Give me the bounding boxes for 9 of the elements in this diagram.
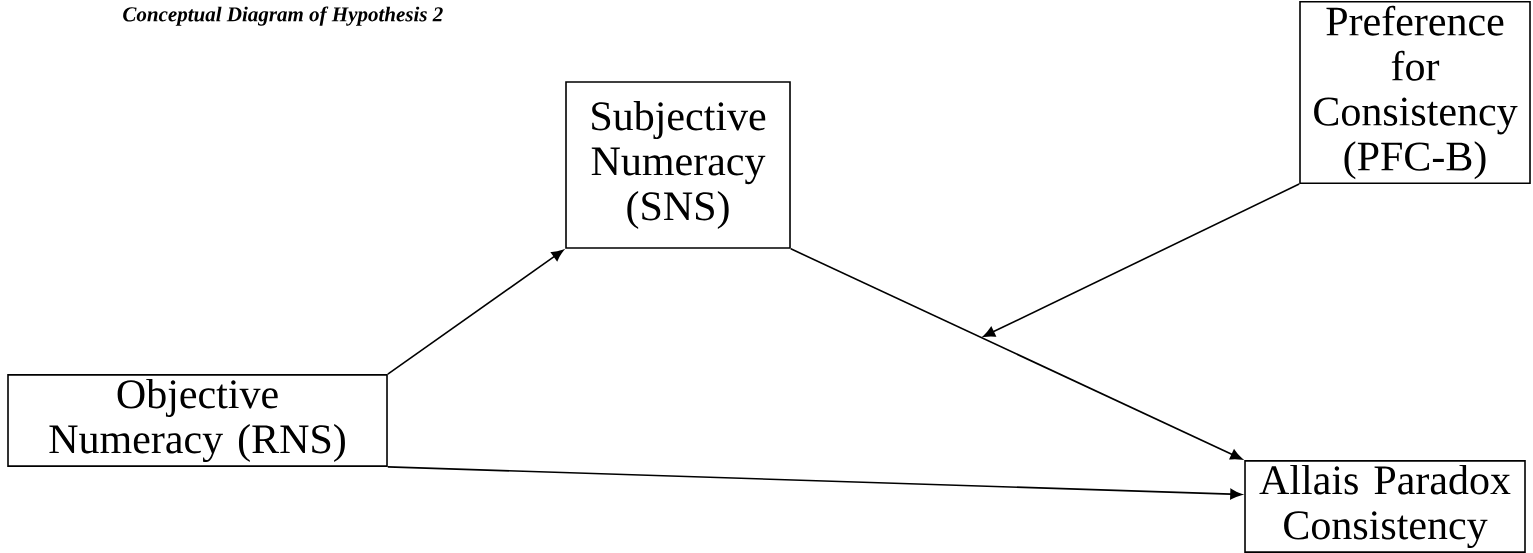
text-box: Preference for Consistency (PFC-B)	[1299, 0, 1531, 185]
text-box: Allais Paradox Consistency	[1244, 460, 1526, 553]
text-box: Subjective Numeracy (SNS)	[565, 81, 791, 249]
arrow	[790, 248, 1243, 460]
text-box: Objective Numeracy (RNS)	[7, 374, 388, 467]
arrow	[983, 183, 1300, 338]
arrow	[387, 249, 564, 375]
figure-title: Conceptual Diagram of Hypothesis 2	[123, 6, 443, 26]
arrow	[387, 466, 1243, 500]
